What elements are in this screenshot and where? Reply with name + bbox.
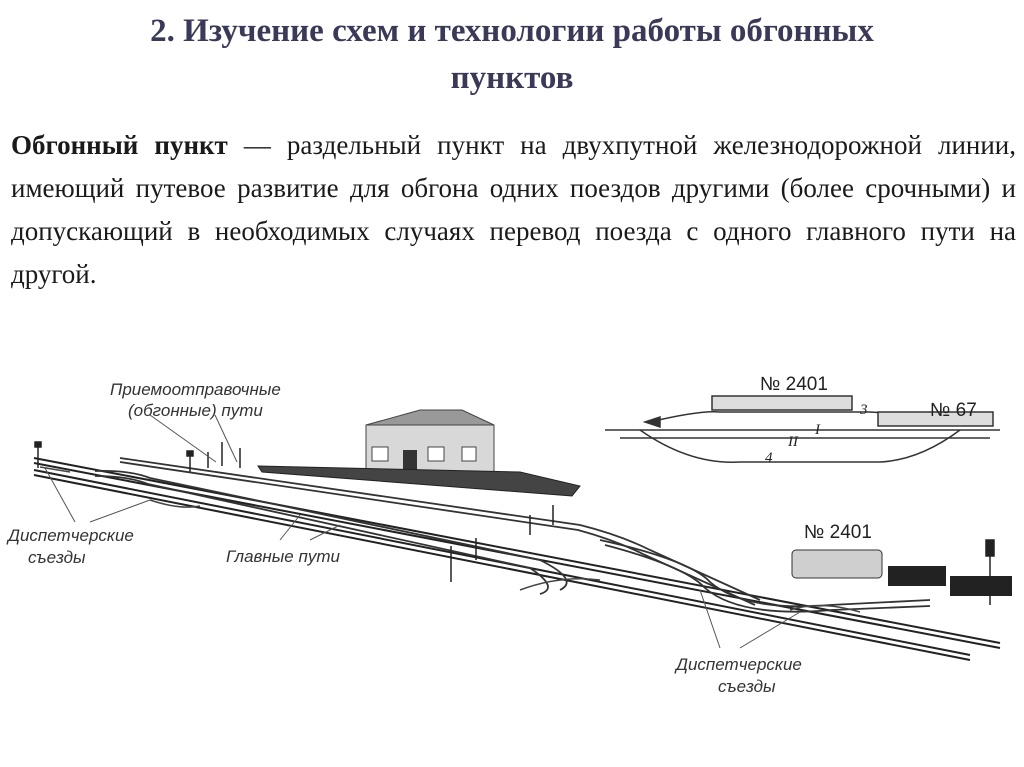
passenger-platform	[257, 465, 581, 497]
inset-track-4-label: 4	[765, 450, 773, 466]
dispatcher-left-label-line1: Диспетчерские	[6, 526, 134, 545]
title-line-2: пунктов	[450, 60, 574, 96]
dispatcher-right-label-line1: Диспетчерские	[674, 655, 802, 674]
dispatcher-right-label-line2: съезды	[718, 677, 776, 696]
train-number-label: № 2401	[804, 522, 872, 543]
receiving-tracks-label-line1: Приемоотправочные	[110, 380, 281, 399]
inset-train-b-label: № 67	[930, 400, 977, 421]
dispatcher-crossovers	[39, 466, 861, 613]
passing-loop-diagram: № 2401 № 2401 № 67 3 I II 4 Приемоотправ…	[6, 374, 1012, 696]
receiving-tracks-label-line2: (обгонные) пути	[128, 401, 263, 420]
inset-train-a-label: № 2401	[760, 374, 828, 395]
inset-track-3-label: 3	[859, 402, 868, 418]
inset-track-1-label: I	[814, 422, 821, 438]
inset-track-2-label: II	[787, 434, 799, 450]
definition-term: Обгонный пункт	[11, 130, 228, 160]
definition-paragraph: Обгонный пункт — раздельный пункт на дву…	[11, 124, 1016, 296]
definition-text: — раздельный пункт на двухпутной железно…	[11, 130, 1016, 289]
slide-title: 2. Изучение схем и технологии работы обг…	[40, 8, 984, 102]
dispatcher-left-label-line2: съезды	[28, 548, 86, 567]
freight-train: № 2401	[791, 522, 1012, 596]
title-line-1: 2. Изучение схем и технологии работы обг…	[150, 13, 874, 49]
inset-schematic	[605, 395, 1000, 463]
leader-lines	[44, 414, 801, 649]
station-building	[365, 409, 495, 474]
main-tracks-label: Главные пути	[226, 547, 340, 566]
